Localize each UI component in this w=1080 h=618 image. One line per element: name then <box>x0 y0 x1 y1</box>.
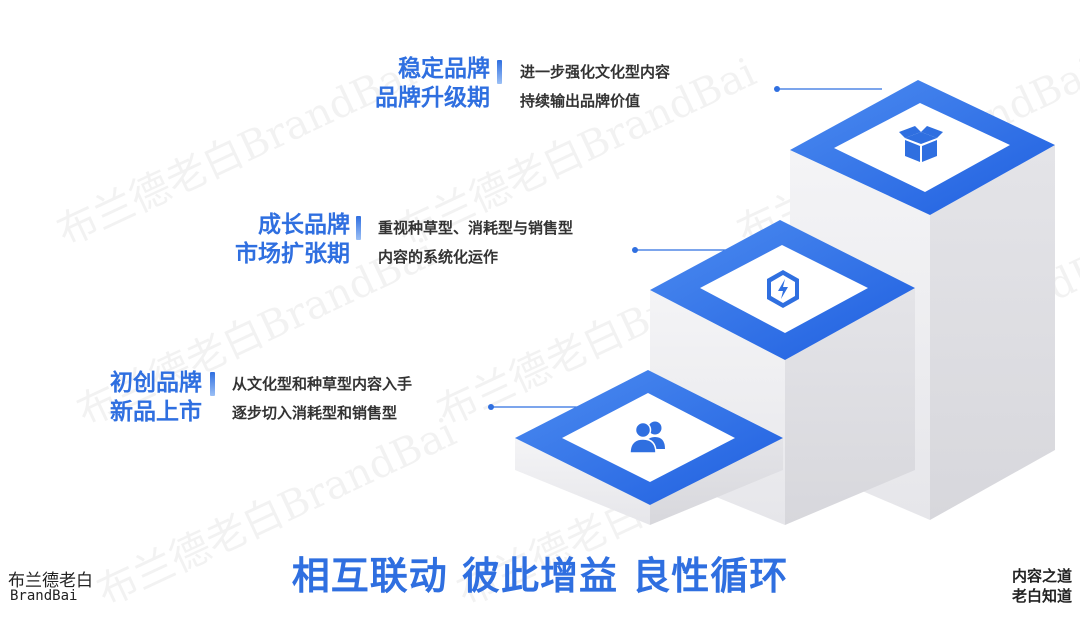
lightning-shield-icon <box>767 270 799 308</box>
stage-title-line: 品牌升级期 <box>375 85 490 111</box>
stage-desc-line: 进一步强化文化型内容 <box>520 63 671 81</box>
users-icon <box>629 421 665 454</box>
stage-title-line: 稳定品牌 <box>398 56 490 82</box>
stage-title-line: 初创品牌 <box>110 370 202 396</box>
stage-desc-line: 内容的系统化运作 <box>378 248 499 266</box>
stage-divider <box>497 60 502 84</box>
corner-line: 老白知道 <box>1011 587 1072 605</box>
corner-signature: 内容之道 老白知道 <box>1012 566 1072 606</box>
brand-logo-en: BrandBai <box>10 588 78 604</box>
stage-desc-line: 从文化型和种草型内容入手 <box>232 375 413 393</box>
slogan: 相互联动 彼此增益 良性循环 <box>291 554 789 598</box>
step-bottom <box>515 370 783 525</box>
stage-desc-line: 重视种草型、消耗型与销售型 <box>378 219 574 237</box>
stage-description: 从文化型和种草型内容入手 逐步切入消耗型和销售型 <box>232 370 412 428</box>
stage-divider <box>210 372 215 396</box>
stage-title: 成长品牌 市场扩张期 <box>235 211 350 269</box>
stage-divider <box>356 216 361 240</box>
stage-title: 初创品牌 新品上市 <box>110 369 202 427</box>
stage-desc-line: 持续输出品牌价值 <box>520 92 641 110</box>
stage-description: 进一步强化文化型内容 持续输出品牌价值 <box>520 58 670 116</box>
stage-description: 重视种草型、消耗型与销售型 内容的系统化运作 <box>378 214 573 272</box>
stage-title-line: 成长品牌 <box>258 212 350 238</box>
corner-line: 内容之道 <box>1011 567 1072 585</box>
stage-title-line: 市场扩张期 <box>235 241 350 267</box>
stage-title-line: 新品上市 <box>110 399 202 425</box>
stage-desc-line: 逐步切入消耗型和销售型 <box>232 404 398 422</box>
box-icon <box>899 126 943 162</box>
stage-title: 稳定品牌 品牌升级期 <box>375 55 490 113</box>
brand-logo-cn: 布兰德老白 <box>8 571 93 591</box>
